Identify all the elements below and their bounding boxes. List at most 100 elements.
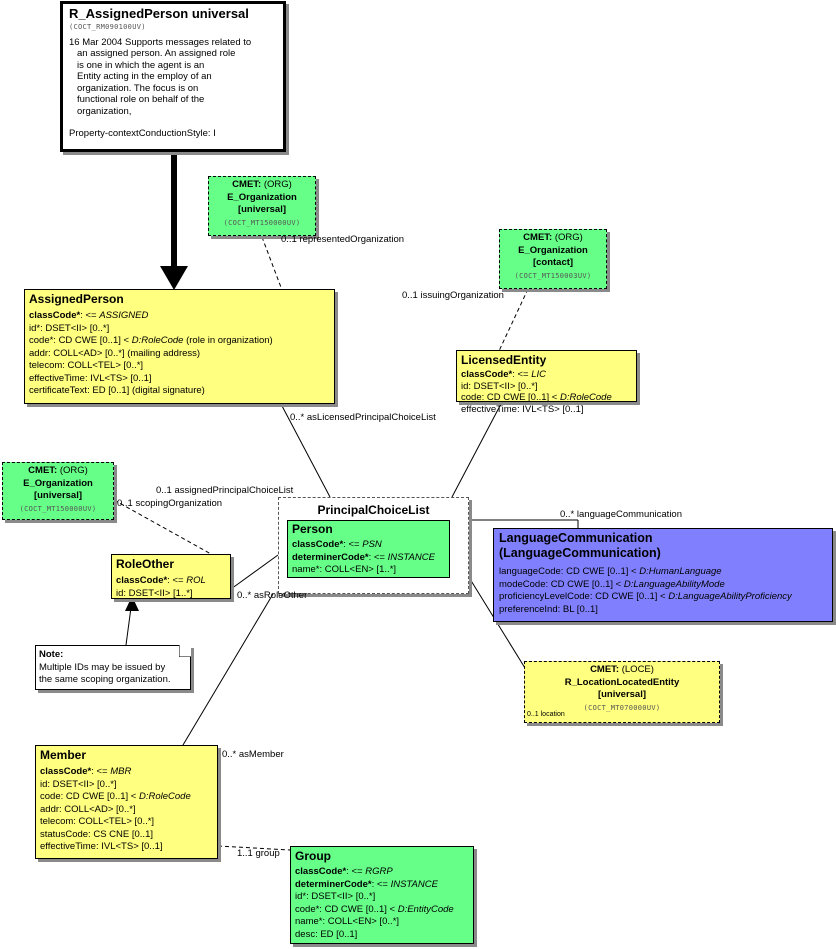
attr-row: code*: CD CWE [0..1] < D:EntityCode: [295, 903, 454, 915]
cmet-flavor: [contact]: [532, 257, 574, 268]
cmet-scoping-org: CMET: (ORG) E_Organization [universal] (…: [2, 462, 114, 520]
attr-row: telecom: COLL<TEL> [0..*]: [29, 360, 144, 371]
cmet-name: R_LocationLocatedEntity: [564, 676, 680, 688]
attr-row: name*: COLL<EN> [1..*]: [292, 564, 397, 575]
cmet-represented-org: CMET: (ORG) E_Organization [universal] (…: [208, 176, 316, 236]
role-other-class: RoleOther classCode*: <= ROL id: DSET<II…: [111, 554, 231, 599]
cmet-id: (COCT_MT070000UV): [583, 703, 661, 712]
rel-assigned-pcl: 0..1 assignedPrincipalChoiceList: [156, 485, 294, 496]
attr-row: code: CD CWE [0..1] < D:RoleCode: [461, 392, 612, 403]
attr-row: preferenceInd: BL [0..1]: [499, 603, 598, 615]
class-title: LanguageCommunication: [499, 531, 653, 545]
note-line: the same scoping organization.: [39, 674, 171, 685]
cmet-name: E_Organization: [227, 191, 297, 203]
header-desc-line: is one in which the agent is an: [77, 59, 205, 71]
attr-row: certificateText: ED [0..1] (digital sign…: [29, 385, 205, 396]
attr-row: effectiveTime: IVL<TS> [0..1]: [461, 403, 584, 415]
cmet-id: (COCT_MT150000UV): [223, 218, 301, 227]
cmet-flavor: [universal]: [33, 490, 83, 501]
represented-org-link: [261, 236, 283, 291]
rel-scoping-org: 0..1 scopingOrganization: [117, 498, 223, 509]
class-title: Group: [295, 849, 331, 863]
cmet-flavor: [universal]: [237, 204, 287, 215]
note-line: Multiple IDs may be issued by: [39, 661, 166, 673]
rel-language: 0..* languageCommunication: [560, 509, 682, 520]
rel-role-other: 0..* asRoleOther: [237, 590, 308, 601]
attr-row: classCode*: <= ROL: [116, 575, 206, 586]
licensed-to-pcl-link: [451, 401, 503, 498]
attr-row: id: DSET<II> [0..*]: [461, 380, 538, 392]
note-label: Note:: [39, 649, 64, 660]
attr-row: classCode*: <= ASSIGNED: [29, 310, 149, 321]
cmet-flavor: [universal]: [597, 689, 647, 700]
header-desc-line: functional role on behalf of the: [77, 94, 205, 105]
attr-row: classCode*: <= PSN: [292, 539, 382, 550]
attr-row: id: DSET<II> [1..*]: [116, 587, 193, 599]
cmet-label: CMET:: [590, 664, 620, 675]
header-description: 16 Mar 2004 Supports messages related to…: [69, 37, 277, 140]
attr-row: code*: CD CWE [0..1] < D:RoleCode (role …: [29, 335, 273, 346]
attr-row: code: CD CWE [0..1] < D:RoleCode: [40, 791, 191, 802]
cmet-label: CMET:: [523, 232, 553, 243]
header-desc-line: Entity acting in the employ of an: [77, 71, 212, 82]
cmet-name: E_Organization: [23, 477, 93, 489]
class-subtitle: (LanguageCommunication): [499, 546, 661, 560]
attr-row: classCode*: <= LIC: [461, 369, 547, 380]
member-to-group-link: [217, 845, 291, 851]
header-desc-line: an assigned person. An assigned role: [77, 48, 236, 59]
licensed-entity-class: LicensedEntity classCode*: <= LIC id: DS…: [456, 350, 637, 415]
group-class: Group classCode*: <= RGRP determinerCode…: [290, 846, 474, 944]
assigned-person-class: AssignedPerson classCode*: <= ASSIGNED i…: [24, 289, 335, 404]
person-class: Person classCode*: <= PSN determinerCode…: [287, 520, 450, 578]
pcl-to-location-link: [469, 578, 526, 669]
issuing-org-link: [498, 288, 529, 352]
class-title: AssignedPerson: [29, 292, 124, 306]
class-title: Person: [292, 522, 333, 536]
pcl-to-member-link: [182, 593, 274, 746]
attr-row: addr: COLL<AD> [0..*] (mailing address): [29, 347, 201, 359]
class-title: Member: [40, 748, 87, 762]
cmet-label: CMET:: [232, 179, 262, 190]
rel-issuing-org: 0..1 issuingOrganization: [402, 290, 504, 301]
note-arrow-head: [125, 596, 139, 611]
attr-row: classCode*: <= RGRP: [295, 866, 393, 877]
attr-row: effectiveTime: IVL<TS> [0..1]: [29, 372, 152, 384]
cmet-kind: (ORG): [59, 465, 88, 476]
header-desc-line: 16 Mar 2004 Supports messages related to: [69, 36, 252, 48]
cmet-name: E_Organization: [518, 244, 588, 256]
header-desc-line: organization. The focus is on: [77, 82, 199, 94]
class-title: LicensedEntity: [461, 353, 547, 367]
language-communication-class: LanguageCommunication (LanguageCommunica…: [493, 528, 833, 622]
member-class: Member classCode*: <= MBR id: DSET<II> […: [35, 745, 218, 859]
cmet-id: (COCT_MT150003UV): [514, 271, 592, 280]
attr-row: effectiveTime: IVL<TS> [0..1]: [40, 841, 163, 852]
cmet-kind: (ORG): [263, 179, 292, 190]
cmet-label: CMET:: [28, 465, 58, 476]
attr-row: modeCode: CD CWE [0..1] < D:LanguageAbil…: [499, 578, 725, 590]
attr-row: statusCode: CS CNE [0..1]: [40, 828, 153, 840]
attr-row: telecom: COLL<TEL> [0..*]: [40, 816, 155, 827]
header-title: R_AssignedPerson universal: [69, 6, 249, 21]
header-arrow-head: [160, 266, 188, 290]
cmet-kind: (ORG): [554, 232, 583, 243]
header-desc-line: organization,: [77, 105, 132, 117]
attr-row: name*: COLL<EN> [0..*]: [295, 916, 400, 927]
attr-row: id*: DSET<II> [0..*]: [29, 322, 110, 334]
attr-row: id: DSET<II> [0..*]: [40, 778, 117, 790]
attr-row: id*: DSET<II> [0..*]: [295, 891, 376, 902]
header-desc-line: [69, 117, 277, 128]
attr-row: classCode*: <= MBR: [40, 766, 132, 777]
rel-represented-org: 0..1 representedOrganization: [281, 234, 405, 245]
cmet-issuing-org: CMET: (ORG) E_Organization [contact] (CO…: [499, 229, 607, 289]
attr-row: languageCode: CD CWE [0..1] < D:HumanLan…: [499, 566, 722, 577]
choice-title: PrincipalChoiceList: [317, 503, 430, 517]
rel-group: 1..1 group: [237, 848, 280, 859]
note-fold-corner: [179, 645, 191, 657]
cmet-location: CMET: (LOCE) R_LocationLocatedEntity [un…: [524, 661, 720, 723]
scoping-org-link: [113, 499, 212, 555]
cmet-kind: (LOCE): [621, 664, 654, 675]
cmet-id: (COCT_MT150000UV): [19, 504, 97, 513]
class-title: RoleOther: [116, 557, 175, 571]
header-box: R_AssignedPerson universal (COCT_RM09010…: [60, 1, 286, 152]
